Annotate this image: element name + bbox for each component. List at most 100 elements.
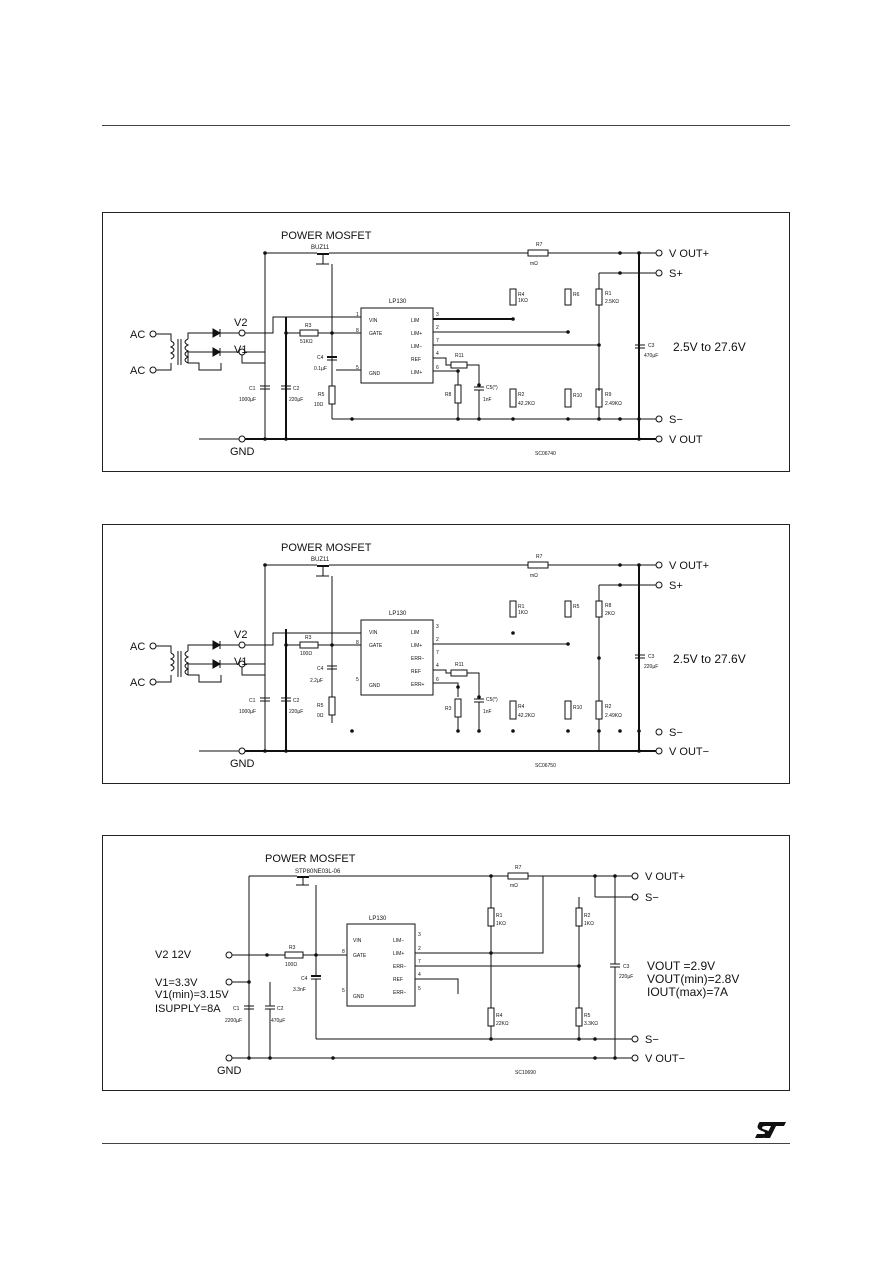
header-rule [102, 125, 790, 126]
vout-plus-label: V OUT+ [669, 248, 709, 260]
r5-label: R5 [584, 1013, 591, 1019]
resistor-r10 [564, 388, 572, 408]
pin-num-7: 7 [436, 650, 439, 656]
transformer-primary [169, 340, 175, 360]
diode-2 [212, 347, 222, 357]
pin-r1: LIM− [393, 938, 404, 944]
resistor-r3 [284, 951, 304, 959]
resistor-r5 [328, 696, 336, 716]
figure-code: SC06740 [535, 451, 556, 457]
s-minus-label: S− [669, 727, 683, 739]
c3-label: C3 [623, 964, 630, 970]
pin-gnd: GND [369, 683, 381, 689]
resistor-r3 [299, 641, 319, 649]
s-plus-terminal [655, 269, 663, 277]
c4-value: 3.3nF [293, 987, 306, 993]
pin-num-7: 7 [436, 338, 439, 344]
resistor-r4 [487, 1007, 495, 1027]
pin-r5: ERR+ [411, 682, 425, 688]
r7-value: mΩ [530, 573, 538, 579]
spec-vout-min: VOUT(min)=2.8V [647, 972, 739, 986]
pin-num-4: 4 [436, 351, 439, 357]
ic-lp130 [346, 923, 416, 1007]
r8-label: R8 [605, 603, 612, 609]
resistor-r2 [595, 700, 603, 720]
r7-label: R7 [536, 554, 543, 560]
st-logo [755, 1122, 786, 1138]
vout-plus-label: V OUT+ [645, 871, 685, 883]
c4-value: 2.2µF [310, 678, 323, 684]
c5-label: C5(*) [486, 697, 498, 703]
c2-value: 470µF [271, 1018, 285, 1024]
r5-value: 10Ω [314, 402, 324, 408]
r9-label: R9 [605, 392, 612, 398]
s-minus-terminal [631, 1035, 639, 1043]
pin-r3: ERR− [393, 964, 407, 970]
resistor-r8 [595, 600, 603, 618]
pin-num-2: 2 [418, 946, 421, 952]
pin-gate: GATE [369, 643, 383, 649]
resistor-r1 [595, 288, 603, 306]
mosfet-part: BUZ11 [311, 557, 330, 563]
v2-label: V2 [234, 317, 247, 329]
s-plus-label: S+ [669, 580, 683, 592]
ac-terminal-1 [149, 330, 157, 338]
r5-label: R5 [317, 703, 324, 709]
resistor-r10 [564, 700, 572, 720]
v2-label: V2 [234, 629, 247, 641]
r2-value: 42.2KΩ [518, 401, 535, 407]
pin-num-8: 8 [342, 949, 345, 955]
mosfet-part: BUZ11 [311, 245, 330, 251]
c3-value: 470µF [644, 353, 658, 359]
vout-plus-terminal [655, 561, 663, 569]
r3-value: 51KΩ [300, 339, 313, 345]
diode-1 [212, 328, 222, 338]
r6-label: R6 [573, 292, 580, 298]
vout-minus-terminal [631, 1054, 639, 1062]
r5b-label: R5 [573, 604, 580, 610]
pin-r2: LIM+ [411, 643, 422, 649]
mosfet-symbol [316, 253, 329, 265]
output-range: 2.5V to 27.6V [673, 652, 746, 666]
gnd-terminal [238, 747, 246, 755]
pin-r5: LIM+ [411, 370, 422, 376]
resistor-r7 [507, 872, 529, 880]
spec-iout-max: IOUT(max)=7A [647, 985, 728, 999]
c2-label: C2 [293, 386, 300, 392]
pin-r4: REF [393, 977, 403, 983]
pin-num-4: 4 [418, 972, 421, 978]
pin-gate: GATE [353, 953, 367, 959]
pin-num-4: 4 [436, 663, 439, 669]
s-minus-label: S− [645, 1034, 659, 1046]
c3-label: C3 [648, 343, 655, 349]
vout-minus-label: V OUT− [669, 746, 709, 758]
s-minus-terminal [655, 415, 663, 423]
schematic-panel-2: POWER MOSFET BUZ11 R7 mΩ V OUT+ S+ AC AC… [102, 524, 790, 784]
resistor-r9 [595, 388, 603, 408]
r7-label: R7 [536, 242, 543, 248]
r4-value: 1KΩ [518, 298, 528, 304]
resistor-r1 [509, 600, 517, 618]
pin-vin: VIN [369, 318, 378, 324]
c3-value: 220µF [644, 664, 658, 670]
vout-minus-terminal [655, 747, 663, 755]
pin-r5: ERR− [393, 990, 407, 996]
resistor-r1 [487, 907, 495, 927]
s-plus-terminal [655, 581, 663, 589]
resistor-r5b [564, 600, 572, 618]
figure-code: SC10690 [515, 1070, 536, 1076]
pin-r3: ERR− [411, 656, 425, 662]
vout-plus-label: V OUT+ [669, 560, 709, 572]
c2-value: 220µF [289, 397, 303, 403]
ic-label: LP130 [389, 611, 407, 617]
vout-minus-terminal [655, 435, 663, 443]
r3-label: R3 [305, 635, 312, 641]
c3-label: C3 [648, 654, 655, 660]
r11-label: R11 [455, 353, 464, 359]
v2-label: V2 12V [155, 949, 192, 961]
r1-label: R1 [518, 604, 525, 610]
schematic-panel-3: POWER MOSFET STP80NE03L-06 R7 mΩ V OUT+ … [102, 835, 790, 1091]
c1-label: C1 [249, 386, 256, 392]
transformer-secondary [184, 650, 190, 676]
pin-num-1: 1 [356, 312, 359, 318]
